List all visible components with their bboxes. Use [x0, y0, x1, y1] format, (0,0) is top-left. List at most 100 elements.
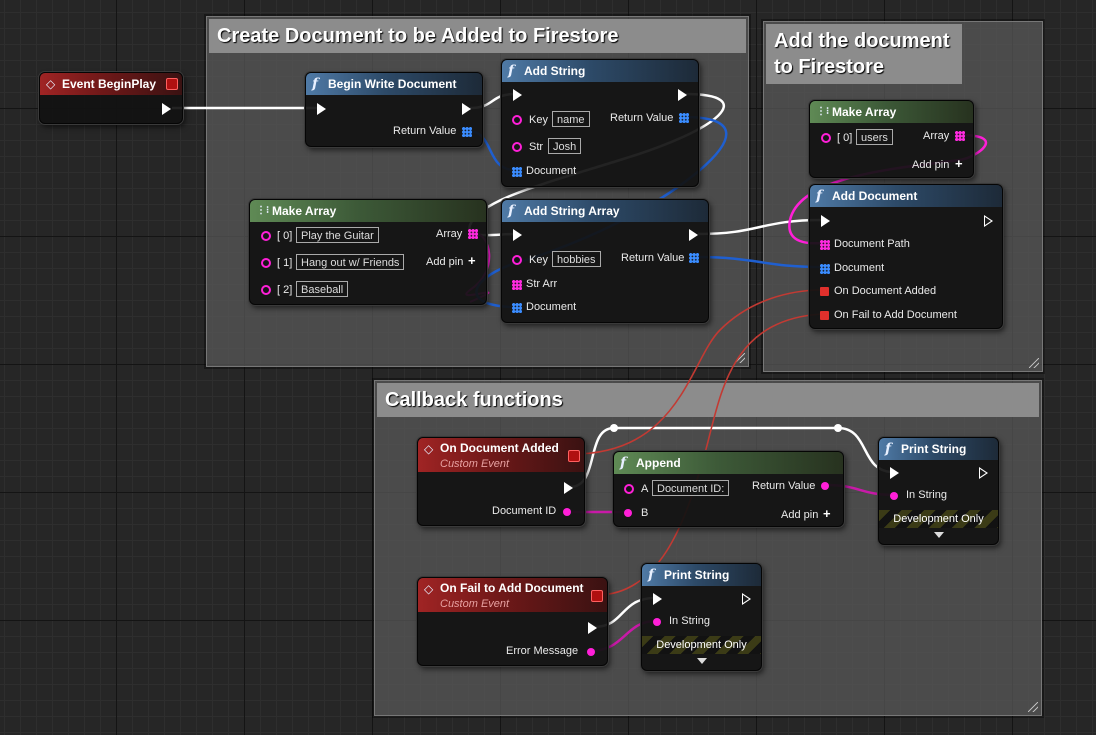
development-only-bar: Development Only: [879, 510, 998, 528]
string-in-pin[interactable]: [261, 231, 271, 241]
exec-in-pin[interactable]: [821, 215, 830, 227]
add-pin-label[interactable]: Add pin: [912, 159, 950, 171]
node-make-array[interactable]: ⋮⁝ Make Array [ 0] Play the Guitar Array…: [249, 199, 487, 305]
exec-out-pin[interactable]: [462, 103, 471, 115]
delegate-in-pin[interactable]: [820, 287, 829, 296]
reroute-node[interactable]: [834, 424, 842, 432]
node-add-string-array[interactable]: f Add String Array Key hobbies Return Va…: [501, 199, 709, 323]
diamond-event-icon: ◇: [424, 582, 434, 596]
reroute-node[interactable]: [610, 424, 618, 432]
plus-icon[interactable]: +: [955, 156, 963, 171]
string-out-pin[interactable]: [821, 482, 829, 490]
function-f-icon: f: [885, 441, 892, 457]
string-in-pin[interactable]: [624, 509, 632, 517]
development-only-bar: Development Only: [642, 636, 761, 654]
node-title: Print String: [664, 568, 730, 582]
exec-out-pin[interactable]: [984, 215, 993, 227]
struct-out-pin[interactable]: [462, 127, 472, 137]
pin-label-return-value: Return Value: [752, 480, 816, 492]
node-add-string[interactable]: f Add String Key name Return Value Str J…: [501, 59, 699, 187]
delegate-out-pin[interactable]: [591, 590, 603, 602]
string-in-pin[interactable]: [653, 618, 661, 626]
plus-icon[interactable]: +: [468, 253, 476, 268]
node-print-string-error[interactable]: f Print String In String Development Onl…: [641, 563, 762, 671]
node-print-string[interactable]: f Print String In String Development Onl…: [878, 437, 999, 545]
node-on-fail-to-add-document[interactable]: ◇ On Fail to Add Document Custom Event E…: [417, 577, 608, 666]
comment-title[interactable]: Create Document to be Added to Firestore: [209, 19, 746, 53]
exec-out-pin[interactable]: [162, 103, 171, 115]
pin-label-document: Document: [526, 301, 577, 313]
resize-handle[interactable]: [1029, 358, 1039, 368]
node-title: Print String: [901, 442, 967, 456]
struct-in-pin[interactable]: [820, 264, 830, 274]
string-in-pin[interactable]: [890, 492, 898, 500]
exec-out-pin[interactable]: [689, 229, 698, 241]
add-pin-label[interactable]: Add pin: [426, 256, 464, 268]
node-event-beginplay[interactable]: ◇ Event BeginPlay: [39, 72, 183, 124]
array-out-pin[interactable]: [955, 131, 965, 141]
comment-title[interactable]: Callback functions: [377, 383, 1039, 417]
string-out-pin[interactable]: [587, 648, 595, 656]
array-element-field[interactable]: Play the Guitar: [296, 227, 379, 243]
string-in-pin[interactable]: [512, 142, 522, 152]
exec-in-pin[interactable]: [317, 103, 326, 115]
node-begin-write-document[interactable]: f Begin Write Document Return Value: [305, 72, 483, 147]
pin-label-b: B: [641, 507, 649, 519]
plus-icon[interactable]: +: [823, 506, 831, 521]
node-add-document[interactable]: f Add Document Document Path Document On…: [809, 184, 1003, 329]
string-in-pin[interactable]: [821, 133, 831, 143]
exec-in-pin[interactable]: [513, 229, 522, 241]
string-out-pin[interactable]: [563, 508, 571, 516]
array-element-field[interactable]: Hang out w/ Friends: [296, 254, 405, 270]
a-field[interactable]: Document ID:: [652, 480, 730, 496]
chevron-down-icon[interactable]: [696, 658, 707, 664]
node-title: Add String: [524, 64, 586, 78]
exec-out-pin[interactable]: [678, 89, 687, 101]
pin-label-str: Str: [529, 141, 544, 153]
node-on-document-added[interactable]: ◇ On Document Added Custom Event Documen…: [417, 437, 585, 526]
pin-label-on-document-added: On Document Added: [834, 285, 937, 297]
array-in-pin[interactable]: [820, 240, 830, 250]
node-title: Make Array: [832, 105, 897, 119]
node-append[interactable]: f Append A Document ID: Return Value B A…: [613, 451, 844, 527]
array-in-pin[interactable]: [512, 280, 522, 290]
resize-handle[interactable]: [1028, 702, 1038, 712]
node-title: Add String Array: [524, 204, 620, 218]
pin-label-array: Array: [923, 130, 950, 142]
exec-out-pin[interactable]: [742, 593, 751, 605]
struct-out-pin[interactable]: [689, 253, 699, 263]
exec-in-pin[interactable]: [890, 467, 899, 479]
delegate-in-pin[interactable]: [820, 311, 829, 320]
exec-in-pin[interactable]: [653, 593, 662, 605]
resize-handle[interactable]: [735, 353, 745, 363]
struct-out-pin[interactable]: [679, 113, 689, 123]
array-element-field[interactable]: users: [856, 129, 893, 145]
key-field[interactable]: name: [552, 111, 590, 127]
key-field[interactable]: hobbies: [552, 251, 601, 267]
exec-out-pin[interactable]: [979, 467, 988, 479]
comment-title[interactable]: Add the document to Firestore: [766, 24, 962, 84]
string-in-pin[interactable]: [624, 484, 634, 494]
exec-in-pin[interactable]: [513, 89, 522, 101]
string-in-pin[interactable]: [261, 285, 271, 295]
string-in-pin[interactable]: [512, 255, 522, 265]
array-element-field[interactable]: Baseball: [296, 281, 349, 297]
add-pin-label[interactable]: Add pin: [781, 509, 819, 521]
delegate-out-pin[interactable]: [568, 450, 580, 462]
struct-in-pin[interactable]: [512, 167, 522, 177]
pin-label-array: Array: [436, 228, 463, 240]
string-in-pin[interactable]: [512, 115, 522, 125]
make-array-icon: ⋮⁝: [816, 106, 830, 117]
array-out-pin[interactable]: [468, 229, 478, 239]
node-make-array-users[interactable]: ⋮⁝ Make Array [ 0] users Array Add pin +: [809, 100, 974, 178]
str-field[interactable]: Josh: [548, 138, 582, 154]
exec-out-pin[interactable]: [588, 622, 597, 634]
struct-in-pin[interactable]: [512, 303, 522, 313]
pin-label-on-fail: On Fail to Add Document: [834, 309, 957, 321]
string-in-pin[interactable]: [261, 258, 271, 268]
delegate-pin-icon[interactable]: [166, 78, 178, 90]
diamond-event-icon: ◇: [46, 77, 56, 91]
pin-label-document-id: Document ID: [492, 505, 557, 517]
chevron-down-icon[interactable]: [933, 532, 944, 538]
exec-out-pin[interactable]: [564, 482, 573, 494]
